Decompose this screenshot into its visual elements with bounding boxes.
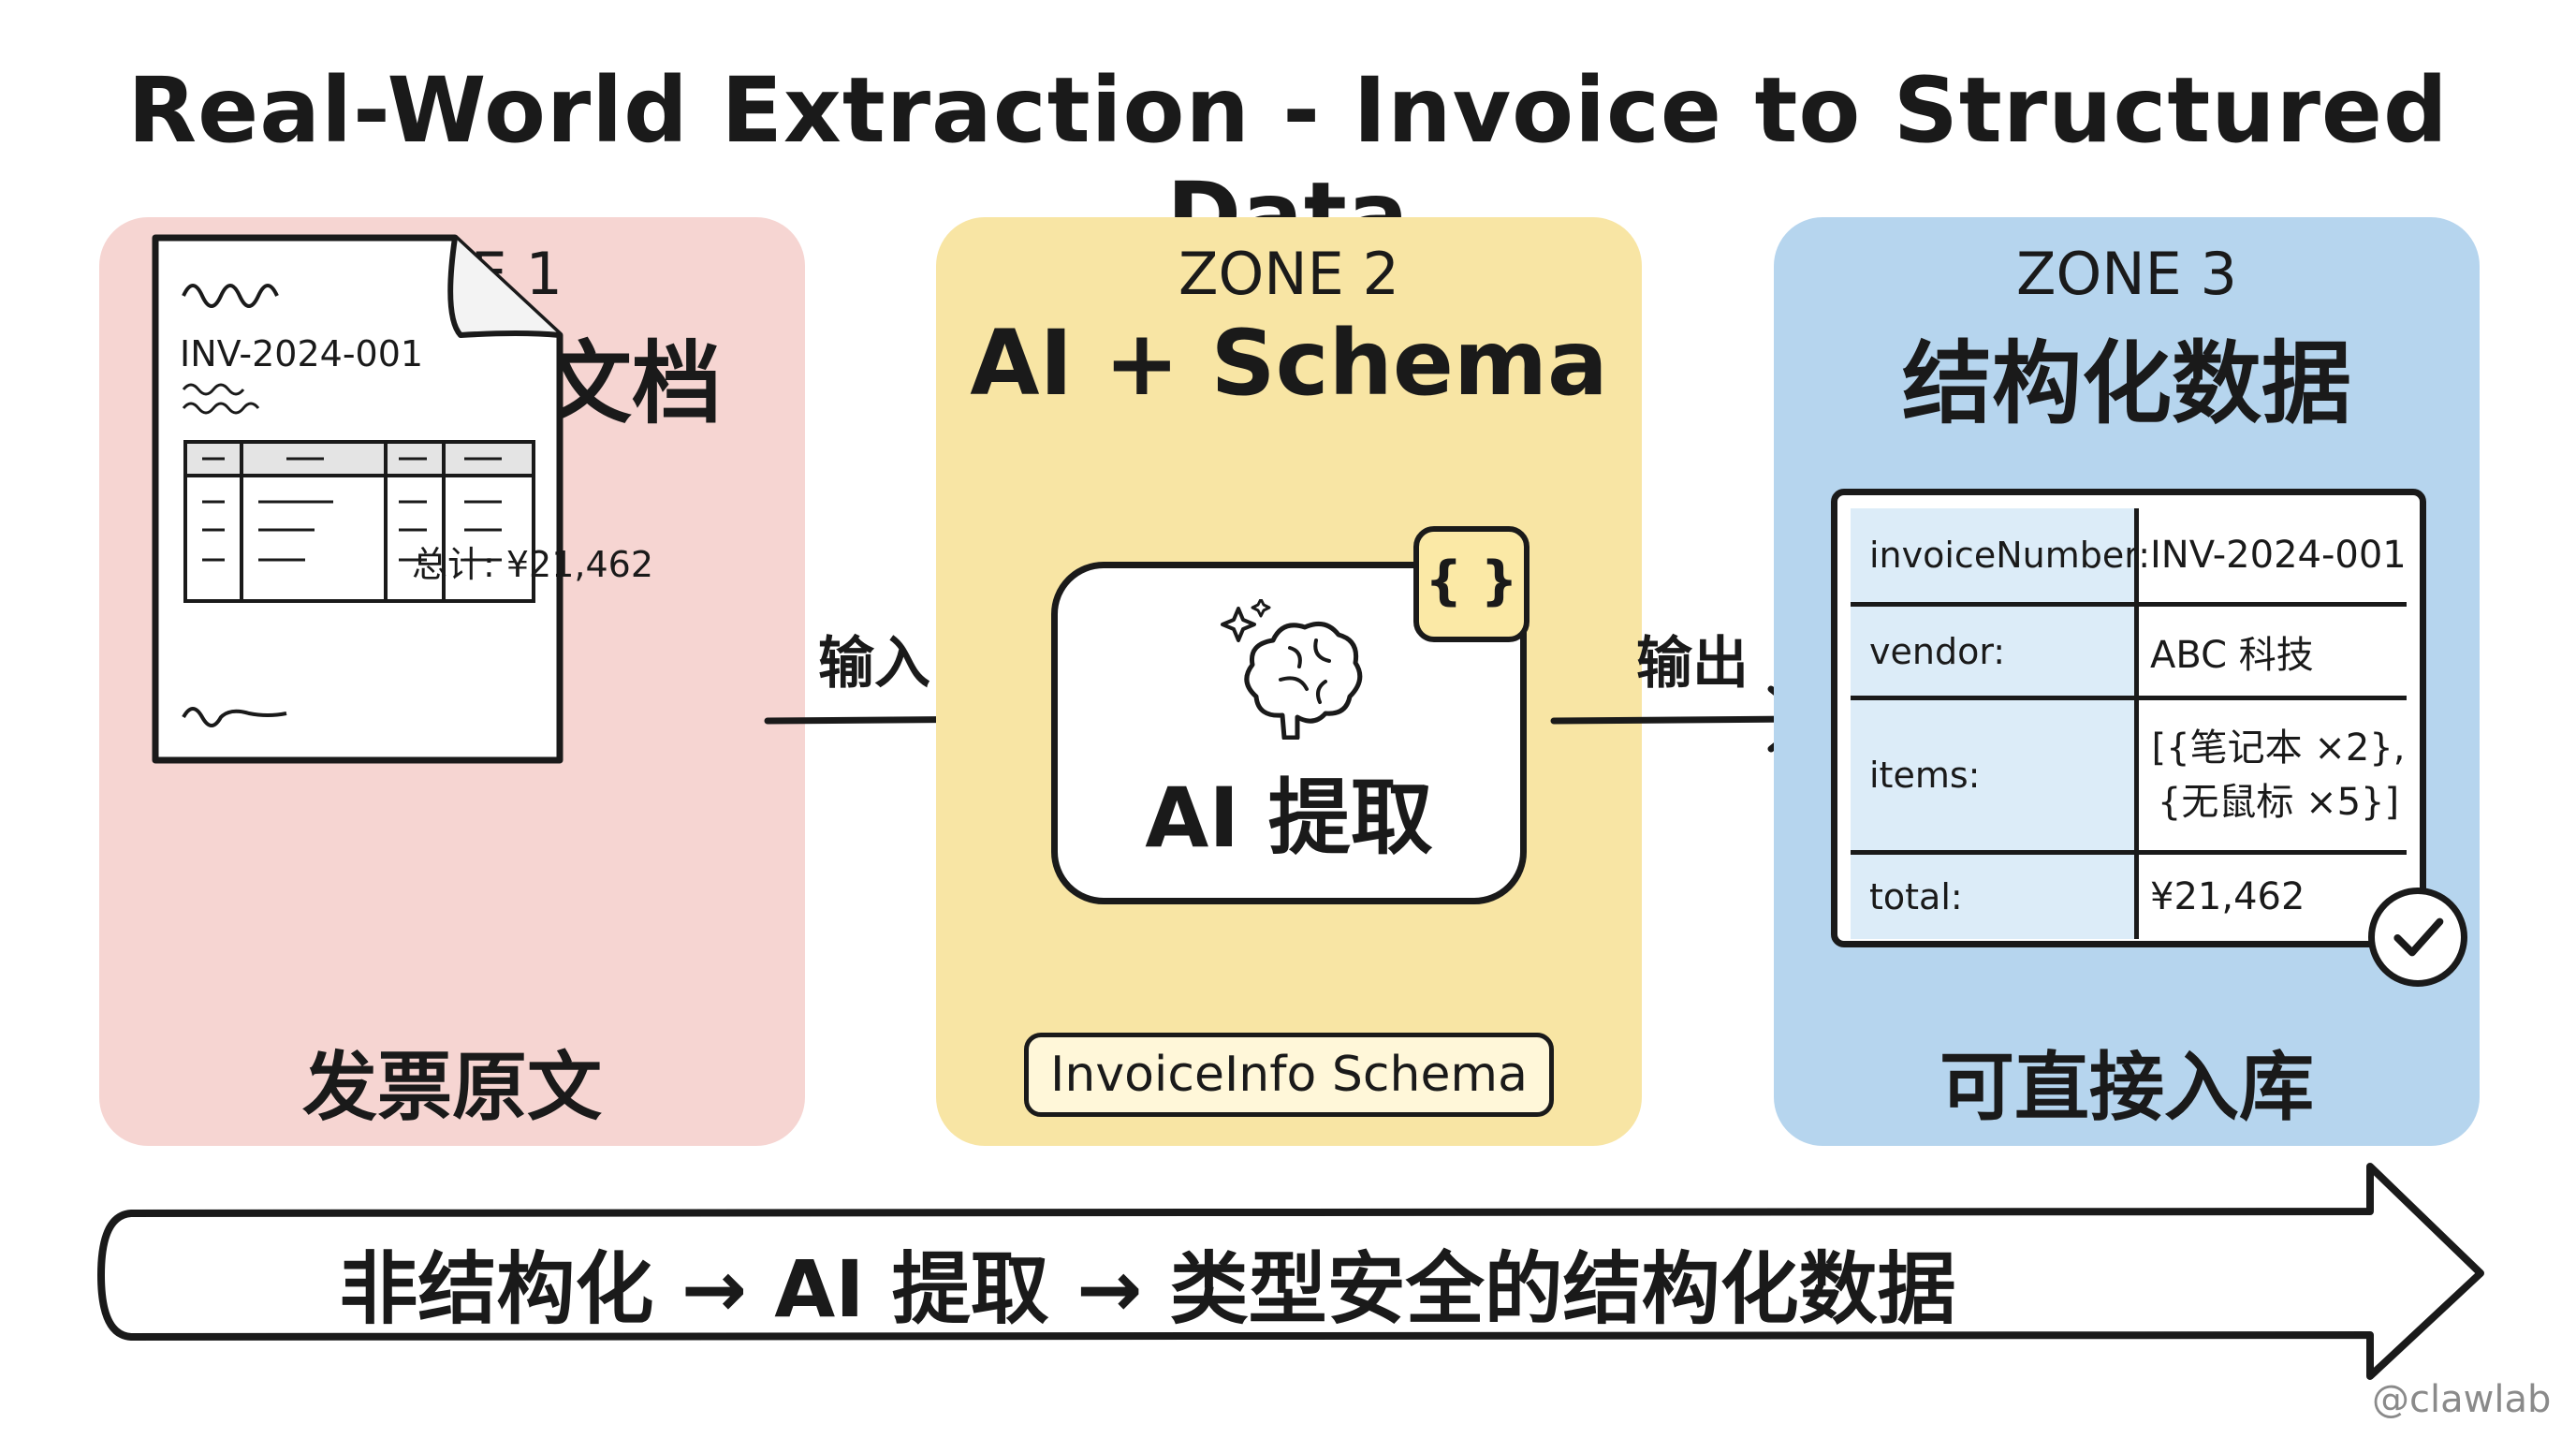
field-key: items: bbox=[1851, 700, 2139, 850]
zone-label: ZONE 3 bbox=[2016, 240, 2237, 308]
field-value: [{笔记本 ×2}, {无鼠标 ×5}] bbox=[2150, 700, 2407, 850]
table-row: vendor: ABC 科技 bbox=[1851, 607, 2407, 700]
field-value-line: [{笔记本 ×2}, bbox=[2151, 726, 2406, 770]
structured-data-table: invoiceNumber: INV-2024-001 vendor: ABC … bbox=[1831, 489, 2426, 947]
invoice-document-icon bbox=[152, 234, 564, 764]
field-value: ¥21,462 bbox=[2150, 875, 2305, 918]
field-key: vendor: bbox=[1851, 607, 2139, 696]
field-value: INV-2024-001 bbox=[2150, 534, 2407, 577]
input-arrow-label: 输入 bbox=[818, 631, 930, 697]
invoice-total-text: 总计: ¥21,462 bbox=[412, 544, 654, 585]
zone-caption: 可直接入库 bbox=[1939, 1044, 2314, 1131]
json-braces-icon: { } bbox=[1413, 526, 1530, 642]
table-row: invoiceNumber: INV-2024-001 bbox=[1851, 508, 2407, 607]
field-value: ABC 科技 bbox=[2150, 633, 2314, 677]
output-arrow-label: 输出 bbox=[1636, 631, 1749, 697]
field-value-line: {无鼠标 ×5}] bbox=[2157, 781, 2400, 824]
zone-label: ZONE 2 bbox=[1178, 240, 1399, 308]
flow-arrow-banner bbox=[97, 1163, 2484, 1380]
field-key: invoiceNumber: bbox=[1851, 508, 2150, 602]
invoice-number-text: INV-2024-001 bbox=[180, 333, 424, 374]
checkmark-icon bbox=[2368, 888, 2467, 987]
zone-name: 结构化数据 bbox=[1902, 331, 2351, 436]
schema-name-badge: InvoiceInfo Schema bbox=[1024, 1033, 1554, 1117]
page-title: Real-World Extraction - Invoice to Struc… bbox=[127, 58, 2449, 268]
ai-extraction-label: AI 提取 bbox=[1145, 770, 1433, 866]
zone-caption: 发票原文 bbox=[302, 1044, 602, 1131]
watermark: @clawlab bbox=[2372, 1378, 2552, 1421]
flow-summary-text: 非结构化 → AI 提取 → 类型安全的结构化数据 bbox=[339, 1243, 1956, 1335]
table-row: items: [{笔记本 ×2}, {无鼠标 ×5}] bbox=[1851, 700, 2407, 855]
zone-name: AI + Schema bbox=[970, 311, 1608, 416]
field-key: total: bbox=[1851, 855, 2139, 939]
table-row: total: ¥21,462 bbox=[1851, 855, 2407, 939]
brain-sparkle-icon bbox=[1221, 599, 1363, 740]
